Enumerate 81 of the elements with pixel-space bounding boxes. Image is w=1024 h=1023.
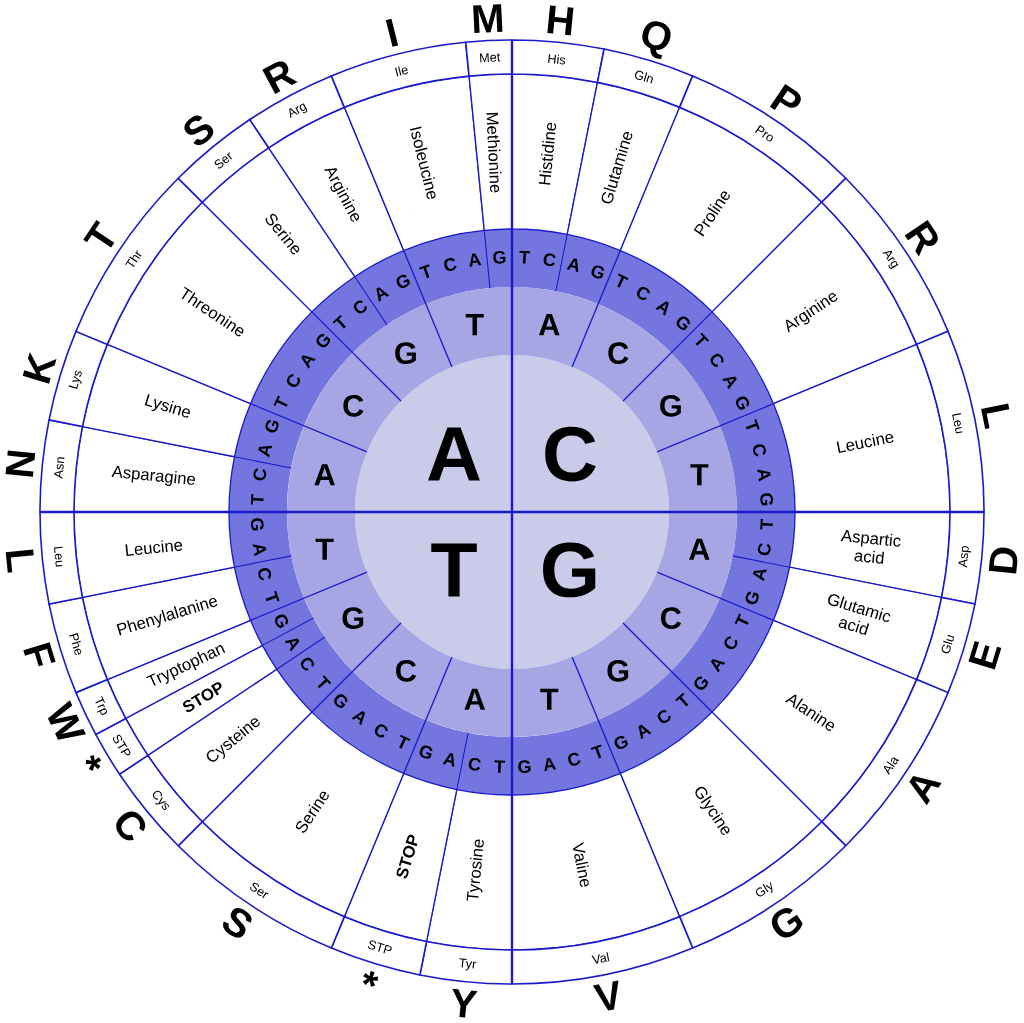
codon-letter: A	[722, 376, 737, 390]
amino-acid-code: N	[5, 450, 36, 477]
codon-letter: C	[444, 258, 457, 271]
node-label: T	[315, 538, 334, 560]
codon-letter: T	[617, 273, 629, 288]
amino-acid-code: L	[5, 549, 34, 573]
codon-letter: G	[265, 419, 279, 433]
codon-letter: A	[544, 757, 557, 772]
base-sector: T	[287, 512, 367, 599]
node-label: A	[464, 688, 486, 710]
base-sector: A	[657, 512, 737, 599]
codon-letter: T	[745, 419, 760, 430]
codon-letter: T	[250, 493, 264, 505]
codon-letter: T	[519, 250, 531, 264]
node-label: T	[540, 688, 559, 710]
codon-letter: G	[419, 745, 433, 759]
codon-letter: C	[374, 724, 388, 738]
codon-letter: C	[286, 374, 300, 387]
amino-acid-code: C	[116, 811, 146, 841]
codon-letter: T	[695, 332, 710, 346]
codon-letter: C	[724, 636, 738, 650]
codon-letter: T	[273, 395, 288, 407]
codon-letter: T	[419, 264, 430, 279]
codon-letter: G	[676, 316, 690, 331]
amino-acid-code: S	[184, 115, 214, 145]
codon-letter: A	[376, 287, 390, 302]
abbreviation-segment: Asp	[940, 511, 985, 605]
node-label: A	[538, 314, 560, 336]
codon-letter: A	[442, 753, 455, 767]
base-sector: A	[425, 657, 512, 737]
codon-letter: C	[753, 444, 766, 457]
codon-letter: T	[590, 744, 602, 759]
codon-letter: T	[760, 518, 773, 530]
codon-letter: T	[332, 314, 346, 329]
abbreviation-segment: Asn	[39, 419, 84, 513]
codon-letter: A	[655, 301, 669, 316]
codon-letter: C	[258, 568, 272, 581]
amino-acid-code: M	[473, 4, 503, 33]
node-label: A	[314, 464, 335, 486]
node-label: A	[689, 538, 710, 560]
codon-letter: G	[316, 334, 331, 348]
codon-letter: G	[745, 591, 759, 605]
codon-letter: T	[675, 692, 689, 707]
codon-letter: A	[301, 355, 316, 369]
codon-letter: A	[638, 724, 652, 740]
codon-letter: C	[637, 286, 650, 300]
amino-acid-code: Y	[452, 988, 478, 1018]
codon-letter: C	[468, 757, 481, 771]
codon-letter: G	[760, 493, 774, 506]
base-sector: T	[657, 425, 737, 512]
codon-letter: T	[317, 675, 332, 689]
node-label: T	[690, 464, 709, 486]
codon-letter: A	[284, 638, 300, 652]
base-sector: A	[512, 287, 599, 367]
codon-letter: A	[757, 469, 771, 482]
codon-letter: C	[543, 253, 556, 267]
codon-letter: A	[566, 258, 579, 273]
codon-letter: T	[494, 760, 506, 773]
codon-letter: A	[252, 544, 267, 557]
base-sector: A	[287, 425, 367, 512]
codon-letter: C	[253, 468, 267, 481]
codon-letter: A	[258, 445, 273, 458]
codon-letter: G	[493, 250, 506, 264]
amino-acid-code: H	[547, 5, 574, 36]
codon-letter: G	[694, 676, 709, 690]
codon-letter: G	[250, 518, 264, 531]
codon-letter: G	[591, 265, 605, 279]
codon-letter: A	[753, 569, 767, 582]
codon-letter: T	[265, 590, 280, 602]
base-sector: T	[512, 657, 599, 737]
amino-acid-code: D	[988, 547, 1018, 574]
codon-letter: C	[568, 752, 581, 766]
abbreviation-segment: Tyr	[419, 940, 513, 985]
abbreviation-segment: Leu	[39, 511, 84, 605]
base-sector: T	[425, 287, 512, 367]
codon-letter: A	[469, 253, 482, 267]
codon-letter: G	[518, 760, 531, 774]
codon-letter: G	[334, 694, 348, 709]
codon-letter: G	[274, 614, 289, 629]
node-label: T	[465, 314, 484, 336]
codon-letter: C	[757, 543, 771, 556]
